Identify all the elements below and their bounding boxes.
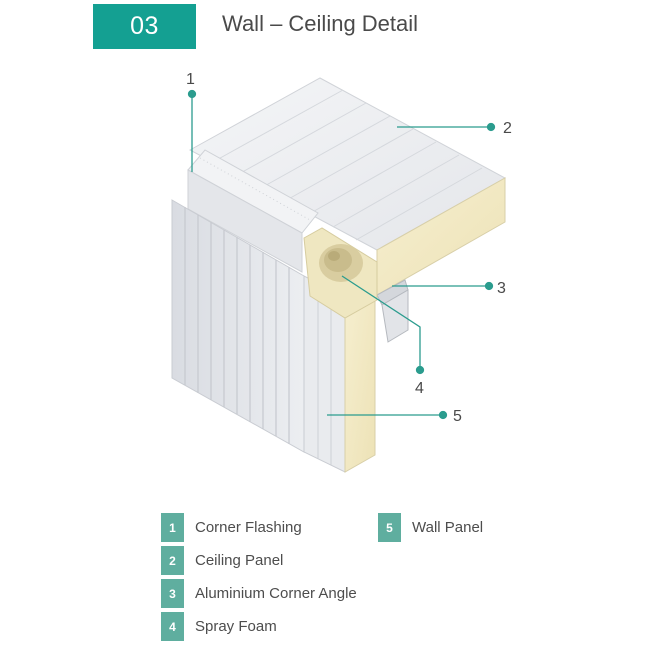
callout-1-leader [187,89,197,172]
callout-3-leader [392,281,494,291]
legend-label: Ceiling Panel [195,552,284,569]
legend-number-badge: 2 [161,546,184,575]
legend-item-aluminium-corner-angle: 3 Aluminium Corner Angle [161,577,357,610]
callout-1: 1 [186,71,195,88]
spray-foam [303,227,378,319]
callout-5-leader [327,410,448,420]
legend-number-badge: 5 [378,513,401,542]
legend-number-badge: 1 [161,513,184,542]
callout-2-leader [397,122,496,132]
section-number-badge: 03 [93,4,196,49]
legend-number-badge: 3 [161,579,184,608]
wall-panel [171,199,376,473]
callout-4: 4 [415,380,424,397]
legend-column-right: 5 Wall Panel [378,511,483,544]
legend-column-left: 1 Corner Flashing 2 Ceiling Panel 3 Alum… [161,511,357,643]
legend-label: Wall Panel [412,519,484,536]
legend-item-ceiling-panel: 2 Ceiling Panel [161,544,357,577]
corner-flashing [187,149,319,273]
legend-item-corner-flashing: 1 Corner Flashing [161,511,357,544]
callout-2: 2 [503,120,512,137]
legend-label: Aluminium Corner Angle [195,585,357,602]
page-title: Wall – Ceiling Detail [222,11,419,36]
legend-number-badge: 4 [161,612,184,641]
legend-item-wall-panel: 5 Wall Panel [378,511,483,544]
legend-item-spray-foam: 4 Spray Foam [161,610,357,643]
callout-5: 5 [453,408,462,425]
legend-label: Corner Flashing [195,519,302,536]
section-number: 03 [130,12,159,40]
callout-3: 3 [497,280,506,297]
ceiling-panel [188,77,507,296]
legend-label: Spray Foam [195,618,277,635]
callout-4-leader [341,275,425,375]
wall-ceiling-illustration: 1 2 3 4 5 [171,71,512,473]
